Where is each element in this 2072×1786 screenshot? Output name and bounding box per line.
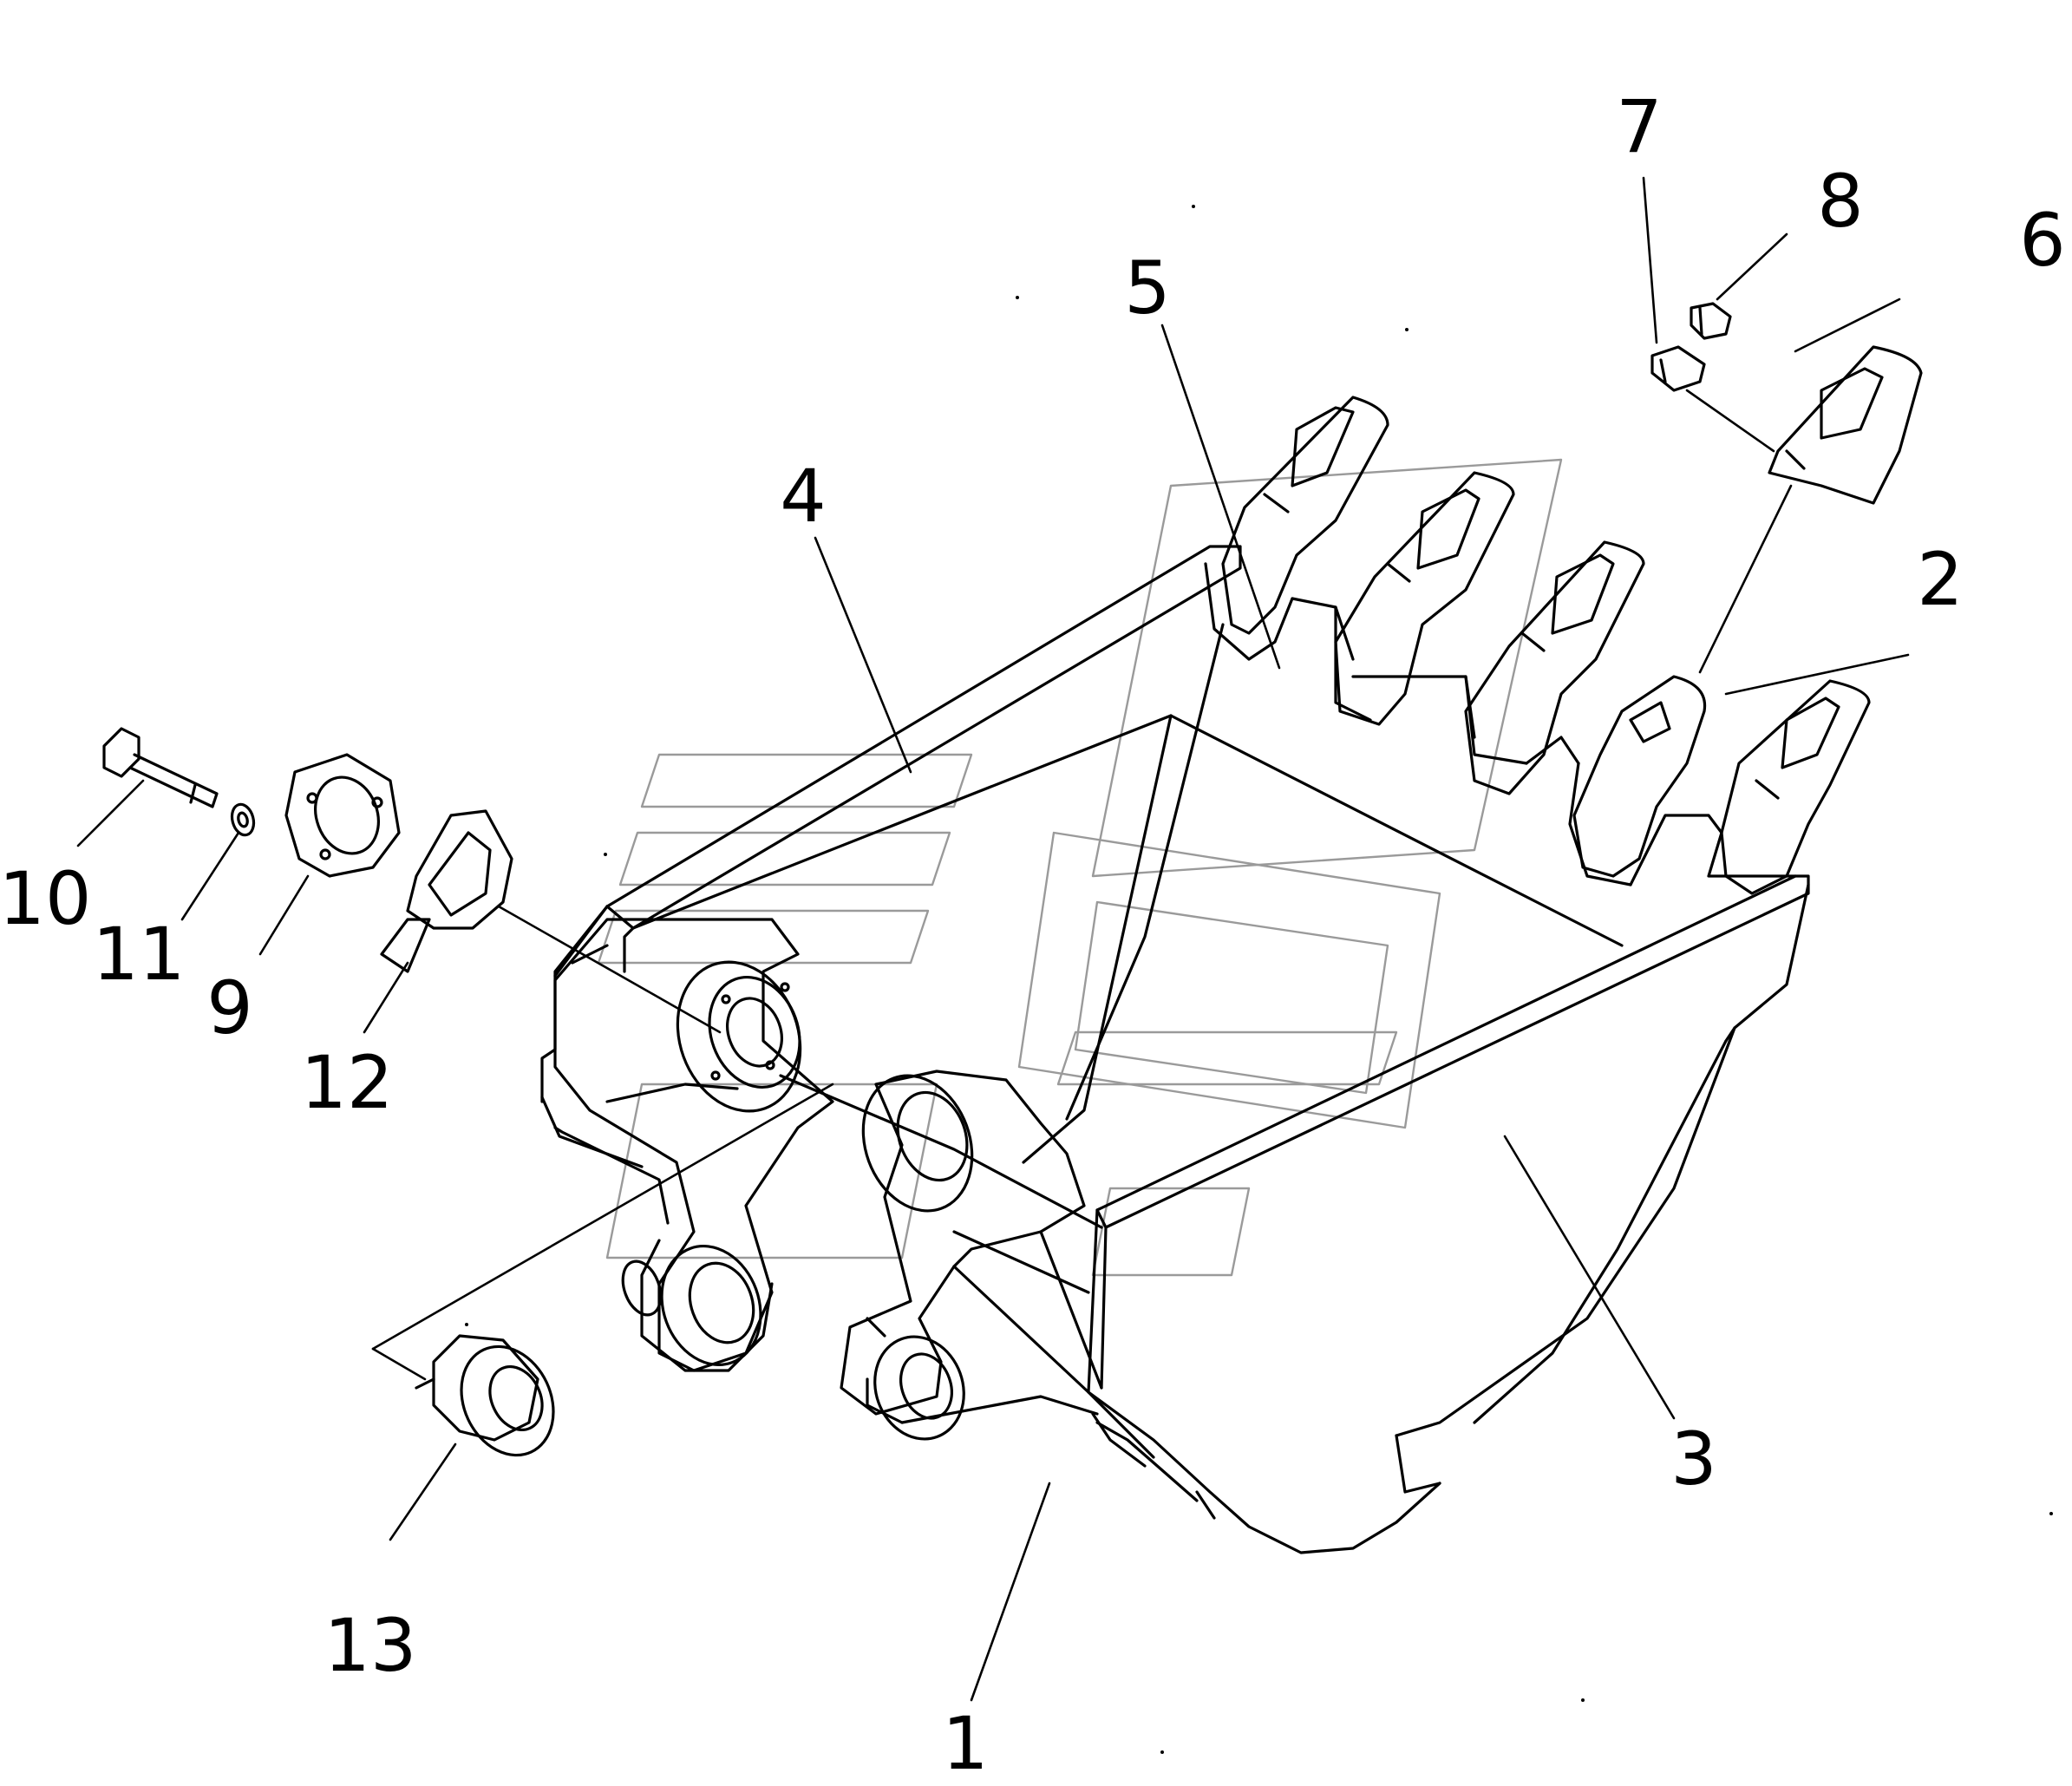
watermark-logo [597, 458, 1563, 1277]
leader-5 [1160, 324, 1281, 670]
leader-10 [76, 779, 145, 847]
callout-4: 4 [780, 454, 827, 539]
bushing [415, 1334, 555, 1457]
callout-12: 12 [300, 1040, 394, 1125]
assembly-line-tooth [1698, 484, 1793, 674]
assembly-line-upper [497, 905, 722, 1034]
assembly-line-lower-tick [371, 1347, 427, 1381]
callout-2: 2 [1917, 537, 1964, 622]
callout-1: 1 [942, 1701, 989, 1786]
shim-plate [380, 809, 513, 973]
leader-2 [1724, 653, 1910, 696]
bucket-body [540, 545, 1810, 1554]
leader-lines [76, 176, 1910, 1702]
leader-11 [180, 831, 240, 921]
leader-6 [1794, 298, 1901, 353]
callout-8: 8 [1817, 159, 1864, 244]
callout-9: 9 [206, 965, 253, 1050]
callout-13: 13 [324, 1603, 417, 1688]
callout-7: 7 [1616, 84, 1663, 169]
loose-tooth [1768, 345, 1923, 505]
leader-8 [1716, 232, 1788, 301]
tooth-pin [1650, 345, 1706, 392]
assembly-line-lower [371, 1083, 834, 1351]
callout-6: 6 [2019, 198, 2066, 283]
leader-7 [1642, 176, 1658, 344]
leader-12 [363, 961, 409, 1034]
leader-3 [1503, 1135, 1676, 1420]
callout-11: 11 [92, 912, 186, 997]
cutting-edge-adapters [1204, 562, 1797, 886]
tooth-lock [1690, 302, 1732, 340]
callout-10: 10 [0, 856, 92, 941]
leader-9 [258, 874, 310, 956]
teeth-row [1221, 396, 1871, 895]
leader-13 [389, 1443, 457, 1541]
assembly-line-pin [1685, 389, 1775, 453]
washer [230, 802, 256, 837]
retainer-flange [284, 753, 401, 878]
speck-marks [465, 205, 2053, 1754]
leader-4 [814, 536, 912, 774]
bolt [102, 727, 219, 808]
leader-1 [970, 1482, 1051, 1702]
callout-3: 3 [1670, 1416, 1717, 1501]
callout-5: 5 [1124, 245, 1171, 330]
